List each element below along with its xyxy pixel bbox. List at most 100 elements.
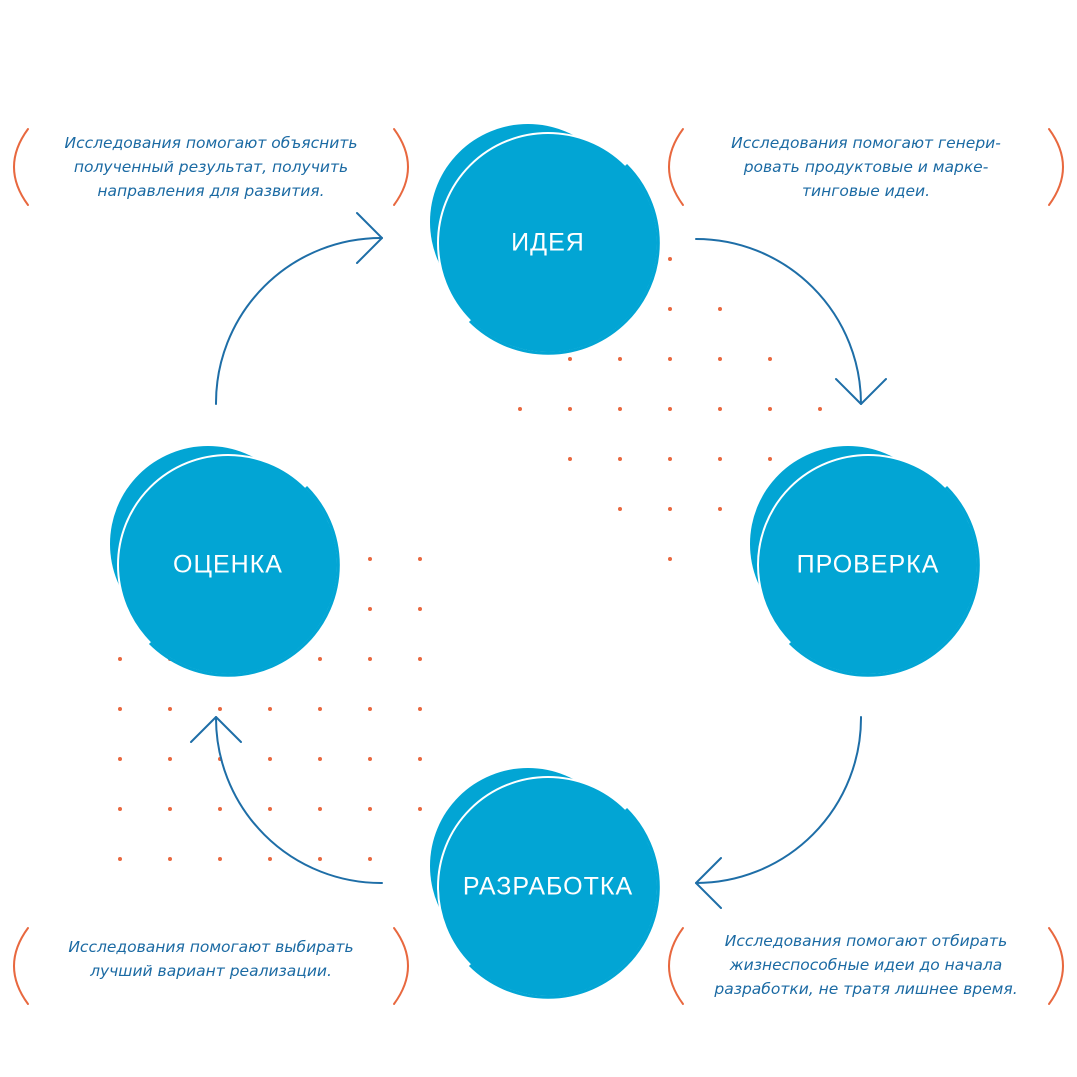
dot — [668, 307, 672, 311]
dot — [618, 457, 622, 461]
arrow-head-icon — [835, 378, 887, 405]
dot — [218, 807, 222, 811]
note-line: Исследования помогают выбирать — [68, 938, 354, 956]
dot — [168, 807, 172, 811]
stage-circle-evaluate — [110, 446, 340, 677]
dot — [318, 657, 322, 661]
note-line: полученный результат, получить — [73, 158, 349, 176]
dot — [418, 707, 422, 711]
arrow-arc — [214, 236, 383, 405]
dot — [368, 857, 372, 861]
dot — [718, 307, 722, 311]
note-brackets — [13, 128, 1064, 1005]
dot — [418, 807, 422, 811]
dot — [318, 807, 322, 811]
right-bracket — [1048, 128, 1064, 206]
arrow-arc — [695, 238, 862, 405]
dot — [318, 707, 322, 711]
dot — [618, 357, 622, 361]
ring-mask — [148, 485, 340, 677]
dot — [668, 407, 672, 411]
dot — [318, 857, 322, 861]
dot — [268, 857, 272, 861]
note-top-right: Исследования помогают генери- ровать про… — [671, 131, 1061, 203]
arrow-head-icon — [356, 212, 383, 264]
dot — [368, 557, 372, 561]
left-bracket — [668, 927, 684, 1005]
cycle-arrow-develop-to-evaluate — [190, 716, 383, 885]
dot — [418, 757, 422, 761]
note-line: разработки, не тратя лишнее время. — [714, 980, 1018, 998]
dot — [768, 457, 772, 461]
dot — [718, 407, 722, 411]
left-bracket — [13, 128, 29, 206]
dot — [618, 407, 622, 411]
dot — [418, 657, 422, 661]
dot — [718, 357, 722, 361]
dot — [118, 657, 122, 661]
stage-label-idea: ИДЕЯ — [511, 228, 585, 257]
cycle-arrow-check-to-develop — [695, 716, 863, 909]
dot — [818, 407, 822, 411]
ring-mask — [468, 163, 660, 355]
dot — [568, 457, 572, 461]
dot — [568, 357, 572, 361]
note-bottom-left: Исследования помогают выбирать лучший ва… — [16, 935, 406, 983]
dot — [518, 407, 522, 411]
dot — [668, 357, 672, 361]
dot — [618, 507, 622, 511]
cycle-arrow-idea-to-check — [695, 238, 887, 405]
note-line: Исследования помогают генери- — [731, 134, 1001, 152]
arrow-head-icon — [695, 857, 722, 909]
note-line: Исследования помогают объяснить — [64, 134, 358, 152]
stage-label-evaluate: ОЦЕНКА — [173, 550, 283, 579]
note-line: Исследования помогают отбирать — [724, 932, 1008, 950]
dot — [768, 407, 772, 411]
right-bracket — [1048, 927, 1064, 1005]
dot — [668, 257, 672, 261]
dot — [118, 757, 122, 761]
left-bracket — [668, 128, 684, 206]
note-line: жизнеспособные идеи до начала — [729, 956, 1003, 974]
dot — [118, 857, 122, 861]
stage-circle-check — [750, 446, 980, 677]
dot-patterns — [118, 257, 822, 861]
dot — [718, 507, 722, 511]
cycle-arrow-evaluate-to-idea — [214, 212, 383, 405]
note-line: ровать продуктовые и марке- — [743, 158, 989, 176]
dot — [368, 657, 372, 661]
dot — [368, 707, 372, 711]
dot — [168, 857, 172, 861]
note-line: направления для развития. — [97, 182, 325, 200]
dot — [418, 557, 422, 561]
right-bracket — [393, 128, 409, 206]
left-bracket — [13, 927, 29, 1005]
arrow-head-icon — [190, 716, 242, 743]
dot — [768, 357, 772, 361]
dot — [368, 757, 372, 761]
arrow-arc — [214, 716, 383, 885]
note-bottom-right: Исследования помогают отбирать жизнеспос… — [671, 929, 1061, 1001]
dot — [168, 757, 172, 761]
dot — [218, 857, 222, 861]
dot — [268, 807, 272, 811]
dot — [118, 807, 122, 811]
stage-label-develop: РАЗРАБОТКА — [462, 872, 634, 901]
note-line: лучший вариант реализации. — [90, 962, 332, 980]
dot — [168, 707, 172, 711]
dot — [718, 457, 722, 461]
ring-mask — [788, 485, 980, 677]
stage-circle-develop — [430, 768, 660, 999]
dot — [368, 807, 372, 811]
right-bracket — [393, 927, 409, 1005]
dot — [368, 607, 372, 611]
dot — [568, 407, 572, 411]
dot — [118, 707, 122, 711]
stage-circle-idea — [430, 124, 660, 355]
dot — [668, 557, 672, 561]
cycle-arrows — [190, 212, 887, 909]
dot — [268, 707, 272, 711]
dot — [268, 757, 272, 761]
